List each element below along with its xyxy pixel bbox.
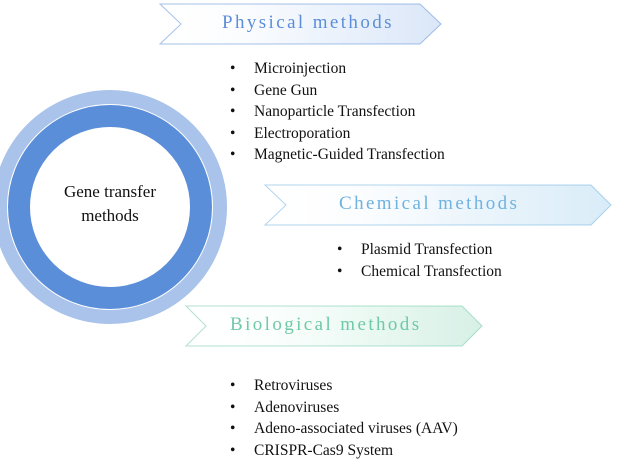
list-item: Retroviruses [230,375,458,397]
list-item: Adenoviruses [230,397,458,419]
list-item: Nanoparticle Transfection [230,101,445,123]
biological-banner [184,305,483,347]
chemical-title: Chemical methods [339,193,520,214]
chemical-banner [263,184,612,226]
biological-list: Retroviruses Adenoviruses Adeno-associat… [230,375,458,461]
center-label-line1: Gene transfer [63,182,157,201]
list-item: Plasmid Transfection [337,239,502,261]
physical-title: Physical methods [222,12,394,33]
physical-banner [158,3,442,45]
inner-ring [8,105,212,309]
physical-list: Microinjection Gene Gun Nanoparticle Tra… [230,58,445,166]
list-item: CRISPR-Cas9 System [230,440,458,462]
list-item: Adeno-associated viruses (AAV) [230,418,458,440]
chemical-list: Plasmid Transfection Chemical Transfecti… [337,239,502,282]
list-item: Chemical Transfection [337,261,502,283]
list-item: Microinjection [230,58,445,80]
center-label: Gene transfer methods [40,180,180,228]
outer-ring [0,90,227,324]
list-item: Magnetic-Guided Transfection [230,144,445,166]
center-label-line2: methods [81,206,139,225]
list-item: Gene Gun [230,80,445,102]
biological-title: Biological methods [230,314,422,335]
list-item: Electroporation [230,123,445,145]
